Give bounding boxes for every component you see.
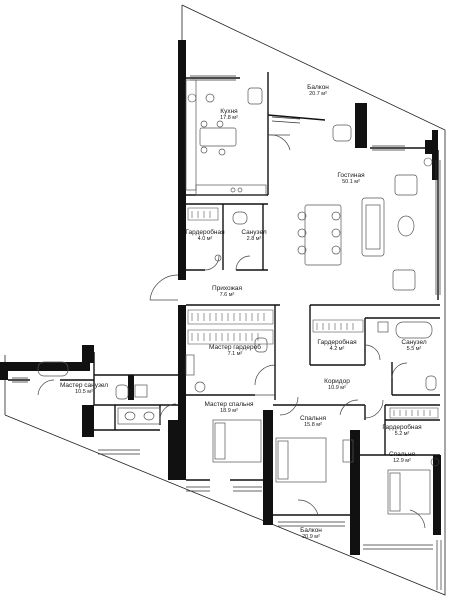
- room-label-balcony-top: Балкон 20.7 м²: [307, 84, 329, 98]
- room-label-master-bedroom: Мастер спальня 18.9 м²: [205, 401, 254, 415]
- room-name: Гостиная: [337, 172, 365, 179]
- room-label-corridor: Коридор 10.9 м²: [324, 378, 350, 392]
- plants: [187, 93, 440, 467]
- room-name: Санузел: [241, 229, 267, 236]
- wardrobe-racks: [187, 207, 439, 419]
- room-label-hall: Прихожая 7.6 м²: [212, 285, 242, 299]
- living-furniture: [297, 124, 418, 291]
- room-label-balcony-bottom: Балкон 20.9 м²: [300, 527, 322, 541]
- room-name: Мастер гардероб: [209, 344, 261, 351]
- room-name: Гардеробная: [382, 424, 422, 431]
- room-label-living: Гостиная 50.1 м²: [337, 172, 364, 186]
- room-name: Мастер спальня: [204, 401, 254, 408]
- room-name: Гардеробная: [185, 229, 225, 236]
- room-name: Спальня: [388, 451, 416, 458]
- room-label-wardrobe-3: Гардеробная 5.2 м²: [382, 424, 421, 438]
- kitchen-furniture: [185, 79, 267, 196]
- room-area: 18.9 м²: [220, 408, 238, 415]
- bath-fixtures: [37, 211, 437, 425]
- room-label-bath-2: Санузел 5.5 м²: [401, 339, 426, 353]
- room-label-bath-small: Санузел 2.8 м²: [241, 229, 266, 243]
- room-area: 2.8 м²: [246, 236, 262, 243]
- room-area: 5.5 м²: [406, 346, 422, 353]
- doors: [37, 134, 426, 529]
- room-area: 10.9 м²: [328, 385, 346, 392]
- room-area: 7.6 м²: [219, 292, 235, 299]
- room-area: 10.5 м²: [75, 389, 93, 396]
- room-name: Коридор: [324, 378, 350, 385]
- room-area: 17.8 м²: [220, 115, 238, 122]
- room-area: 50.1 м²: [342, 179, 360, 186]
- room-area: 4.0 м²: [197, 236, 213, 243]
- room-name: Санузел: [401, 339, 427, 346]
- room-label-bedroom-1: Спальня 15.8 м²: [300, 415, 326, 429]
- room-area: 7.1 м²: [227, 351, 243, 358]
- room-label-kitchen: Кухня 17.8 м²: [220, 108, 238, 122]
- room-name: Прихожая: [211, 285, 243, 292]
- room-name: Мастер санузел: [59, 382, 109, 389]
- room-name: Спальня: [299, 415, 327, 422]
- room-name: Балкон: [300, 527, 322, 534]
- room-label-bedroom-2: Спальня 12.9 м²: [389, 451, 415, 465]
- room-area: 15.8 м²: [304, 422, 322, 429]
- room-label-wardrobe-2: Гардеробная 4.2 м²: [317, 339, 356, 353]
- room-name: Балкон: [307, 84, 329, 91]
- room-label-master-bath: Мастер санузел 10.5 м²: [60, 382, 108, 396]
- room-area: 4.2 м²: [329, 346, 345, 353]
- room-area: 20.9 м²: [302, 534, 320, 541]
- room-label-master-wardrobe: Мастер гардероб 7.1 м²: [209, 344, 261, 358]
- room-name: Гардеробная: [317, 339, 357, 346]
- room-area: 5.2 м²: [394, 431, 410, 438]
- windows: [12, 75, 442, 590]
- room-label-wardrobe-1: Гардеробная 4.0 м²: [185, 229, 224, 243]
- beds: [185, 354, 431, 515]
- structural-walls: [0, 40, 441, 555]
- outer-contour: [4, 4, 446, 596]
- room-name: Кухня: [220, 108, 238, 115]
- room-area: 20.7 м²: [309, 91, 327, 98]
- room-area: 12.9 м²: [393, 458, 411, 465]
